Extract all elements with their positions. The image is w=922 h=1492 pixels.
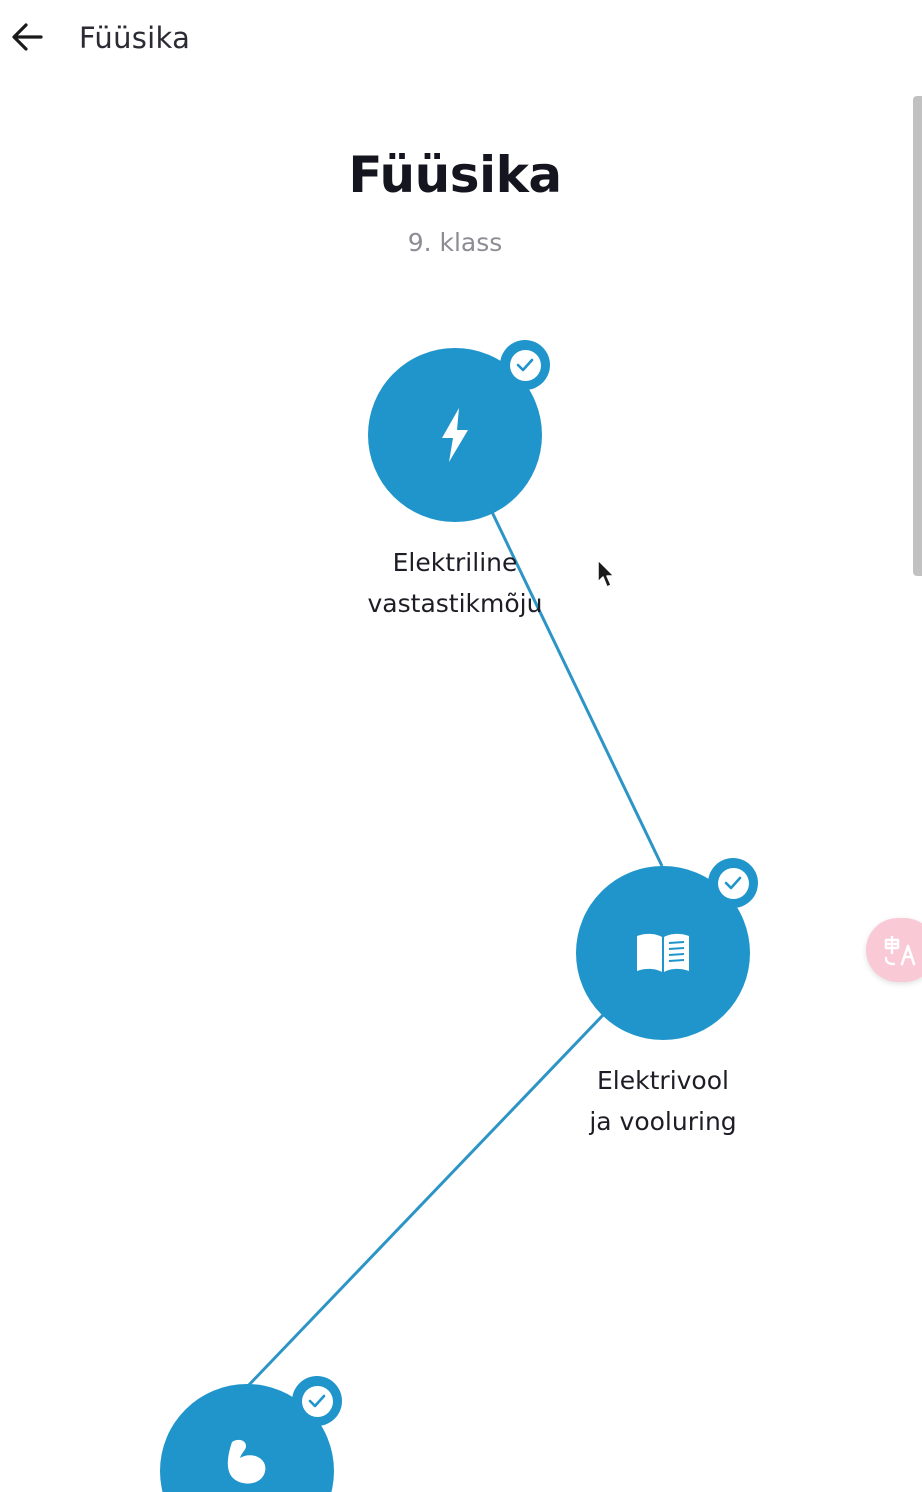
checkmark-icon [516, 358, 534, 372]
topic-label-line: ja vooluring [589, 1107, 737, 1136]
topic-label-line: Elektriline [392, 548, 518, 577]
open-book-icon [637, 933, 689, 972]
back-button[interactable] [6, 16, 48, 58]
lightning-bolt-icon [442, 408, 468, 462]
topic-node-2[interactable] [576, 858, 758, 1040]
translate-widget-button[interactable] [866, 918, 922, 982]
checkmark-icon [308, 1394, 326, 1408]
course-title: Füüsika [348, 146, 562, 204]
completed-badge [292, 1376, 342, 1426]
vertical-scrollbar[interactable] [913, 96, 922, 576]
top-app-bar: Füüsika [0, 0, 922, 78]
topic-node-1[interactable] [368, 340, 550, 522]
checkmark-icon [724, 876, 742, 890]
topic-label-line: vastastikmõju [367, 589, 543, 618]
course-grade: 9. klass [407, 228, 503, 257]
topic-label-2[interactable]: Elektrivool ja vooluring [503, 1060, 823, 1142]
completed-badge [500, 340, 550, 390]
topic-label-line: Elektrivool [597, 1066, 729, 1095]
flexed-bicep-icon [227, 1439, 266, 1484]
app-bar-title: Füüsika [79, 21, 191, 55]
topic-label-1[interactable]: Elektriline vastastikmõju [295, 542, 615, 624]
completed-badge [708, 858, 758, 908]
topic-node-3[interactable] [160, 1376, 342, 1492]
arrow-left-icon [12, 23, 43, 51]
translate-icon [884, 936, 916, 966]
